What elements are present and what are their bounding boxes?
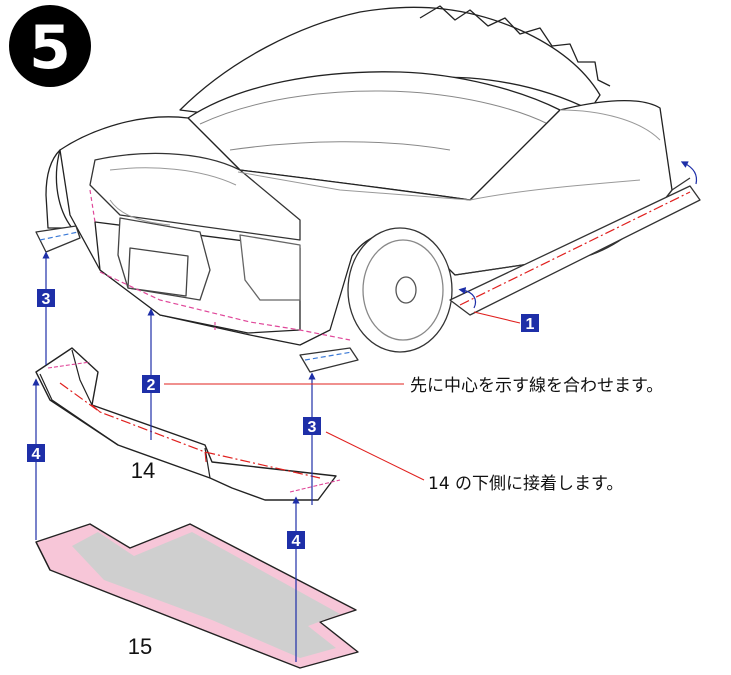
note-center-line: 先に中心を示す線を合わせます。 — [410, 376, 663, 396]
callout-marker-4-right-label: 4 — [292, 533, 301, 550]
callout-marker-3-right: 3 — [303, 417, 321, 436]
callout-marker-1-label: 1 — [526, 316, 535, 333]
callout-marker-3-left-label: 3 — [42, 291, 51, 308]
callout-marker-1: 1 — [521, 314, 539, 333]
leader-lines — [164, 311, 521, 481]
alignment-arrows — [32, 161, 698, 662]
step-number: 5 — [29, 13, 71, 83]
callout-marker-3-left: 3 — [37, 289, 55, 308]
step-circle — [9, 5, 91, 87]
callout-marker-3-right-label: 3 — [308, 419, 317, 436]
part-14 — [35, 347, 341, 501]
rear-wheel — [347, 227, 453, 353]
glue-guide-dashes — [39, 189, 691, 361]
callout-marker-4-right: 4 — [287, 531, 305, 550]
part-14-label: 14 — [131, 458, 155, 483]
car-body-drawing — [35, 5, 701, 373]
callout-marker-2-label: 2 — [147, 377, 156, 394]
part-15-label: 15 — [128, 634, 152, 659]
part-15 — [35, 523, 359, 669]
callout-marker-4-left-label: 4 — [32, 446, 41, 463]
callout-marker-4-left: 4 — [27, 444, 45, 463]
callout-marker-2: 2 — [142, 375, 160, 394]
step-badge: 5 — [9, 5, 91, 87]
note-glue-under: 14 の下側に接着します。 — [428, 474, 623, 494]
